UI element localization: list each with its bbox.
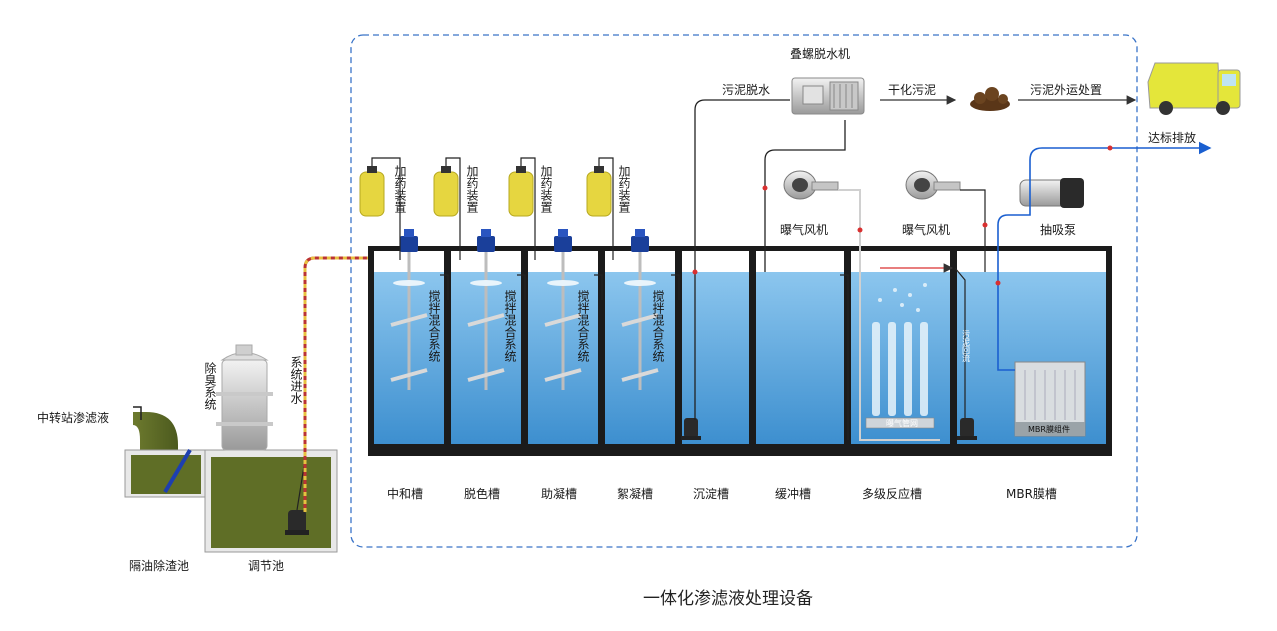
tank-label-4: 絮凝槽 xyxy=(617,486,653,501)
dosing-label-1: 加药装置 xyxy=(393,165,407,213)
buffer-return-pipe xyxy=(764,120,846,272)
equipment-boundary xyxy=(350,34,1138,548)
air-pipe-2 xyxy=(960,189,986,272)
sludge-out-label: 污泥外运处置 xyxy=(1030,83,1102,97)
adjust-tank-label: 调节池 xyxy=(248,559,284,573)
stir-label-3: 搅拌混合系统 xyxy=(576,289,590,362)
tank-label-5: 沉淀槽 xyxy=(693,487,729,501)
permeate-line xyxy=(997,141,1212,371)
blower-2 xyxy=(905,170,961,200)
aeration-pipe-label: 曝气管网 xyxy=(886,418,918,428)
blower-1 xyxy=(783,170,839,200)
dosing-units xyxy=(359,157,614,260)
stir-label-1: 搅拌混合系统 xyxy=(427,289,441,362)
dosing-label-2: 加药装置 xyxy=(465,165,479,213)
discharge-label: 达标排放 xyxy=(1148,130,1196,145)
pump-label: 抽吸泵 xyxy=(1040,223,1076,237)
tank-waters xyxy=(374,272,1106,444)
tank-label-2: 脱色槽 xyxy=(464,486,500,501)
sludge-truck xyxy=(1147,62,1241,115)
overflow-pipes xyxy=(440,274,849,440)
air-pipe-2-dot xyxy=(982,222,988,228)
aeration-bubbles xyxy=(872,283,928,416)
tank-label-3: 助凝槽 xyxy=(541,486,577,501)
oil-tank-label: 隔油除渣池 xyxy=(129,558,189,573)
sludge-line xyxy=(694,99,790,420)
mbr-pump xyxy=(957,418,977,440)
sludge-line-dot xyxy=(692,269,698,275)
sediment-pump xyxy=(681,418,701,440)
tank-air xyxy=(374,251,1106,272)
tank-label-1: 中和槽 xyxy=(387,486,423,501)
return-label: 污泥回流 xyxy=(962,329,971,363)
permeate-dot xyxy=(1107,145,1113,151)
air-pipe-1 xyxy=(838,189,940,441)
tank-label-8: MBR膜槽 xyxy=(1006,487,1057,501)
screw-press xyxy=(791,77,865,115)
mbr-module xyxy=(1014,361,1086,437)
mbr-return-pipe xyxy=(954,267,966,420)
tank-label-7: 多级反应槽 xyxy=(862,486,922,501)
dry-sludge-pile xyxy=(970,87,1010,111)
mbr-module-label: MBR膜组件 xyxy=(1028,424,1070,434)
dewater-machine-label: 叠螺脱水机 xyxy=(790,46,850,61)
dry-sludge-label: 干化污泥 xyxy=(888,83,936,97)
stir-label-4: 搅拌混合系统 xyxy=(651,289,665,362)
deodor-tower xyxy=(216,344,273,451)
blower-label-1: 曝气风机 xyxy=(780,222,828,237)
tank-label-6: 缓冲槽 xyxy=(775,486,811,501)
blower-label-2: 曝气风机 xyxy=(902,222,950,237)
dosing-label-4: 加药装置 xyxy=(617,165,631,213)
air-pipe-1-dot xyxy=(857,227,863,233)
dosing-label-3: 加药装置 xyxy=(539,165,553,213)
inflow-label: 中转站渗滤液 xyxy=(37,410,109,425)
suction-pump xyxy=(1019,178,1084,208)
buffer-pipe-dot xyxy=(762,185,768,191)
stir-label-2: 搅拌混合系统 xyxy=(503,289,517,362)
sludge-dewater-label: 污泥脱水 xyxy=(722,82,770,97)
mixers xyxy=(390,229,659,390)
diagram-title: 一体化渗滤液处理设备 xyxy=(643,589,813,609)
permeate-dot-2 xyxy=(995,280,1001,286)
aeration-grid xyxy=(865,417,935,429)
system-inlet-label: 系统进水 xyxy=(289,356,303,404)
oil-separation-screen xyxy=(163,448,192,494)
deodor-label: 除臭系统 xyxy=(203,361,217,410)
inflow-pipe-outline xyxy=(133,406,142,420)
adjust-tank-water xyxy=(211,457,331,548)
